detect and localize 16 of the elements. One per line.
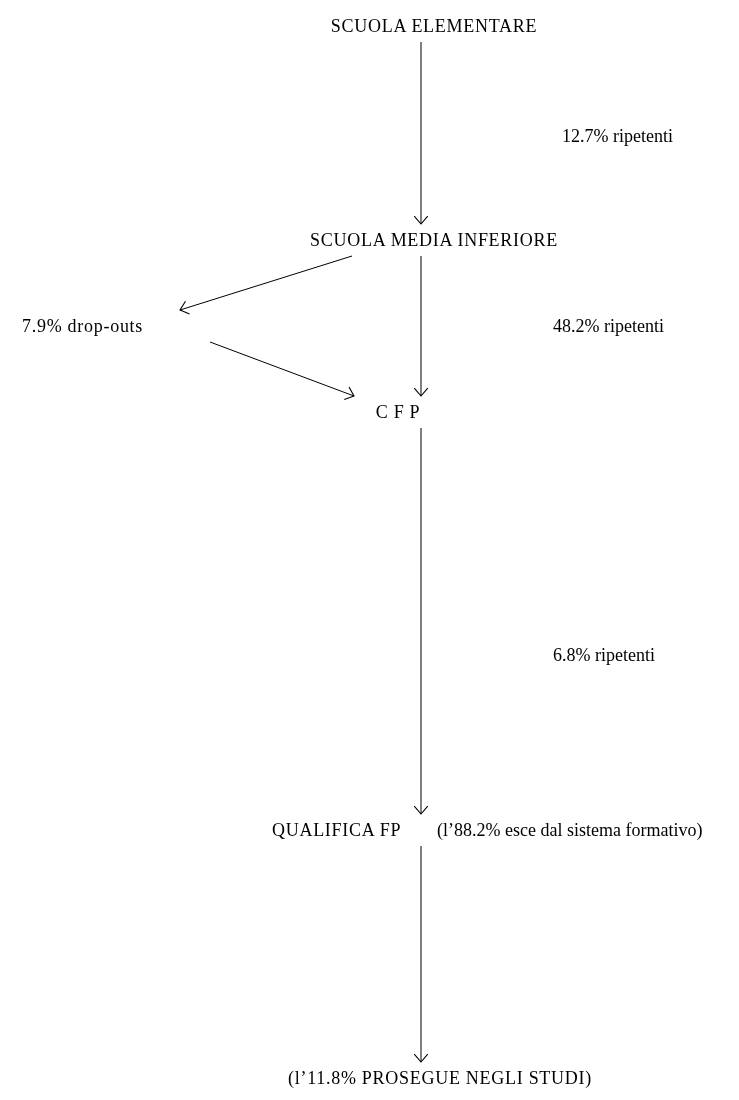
node-label: (l’11.8% PROSEGUE NEGLI STUDI)	[288, 1066, 592, 1090]
arrow	[413, 41, 429, 225]
arrow	[179, 255, 353, 315]
arrow	[209, 341, 355, 401]
arrow	[413, 845, 429, 1063]
note-label: 12.7% ripetenti	[562, 125, 673, 148]
arrow	[413, 427, 429, 815]
node-label: QUALIFICA FP	[272, 818, 402, 842]
node-label: SCUOLA MEDIA INFERIORE	[310, 228, 558, 252]
node-note: (l’88.2% esce dal sistema formativo)	[437, 819, 703, 842]
note-label: 48.2% ripetenti	[553, 315, 664, 338]
node-label: C F P	[375, 400, 421, 424]
node-label: 7.9% drop-outs	[22, 314, 144, 338]
arrow	[413, 255, 429, 397]
node-label: SCUOLA ELEMENTARE	[330, 14, 538, 38]
note-label: 6.8% ripetenti	[553, 644, 655, 667]
